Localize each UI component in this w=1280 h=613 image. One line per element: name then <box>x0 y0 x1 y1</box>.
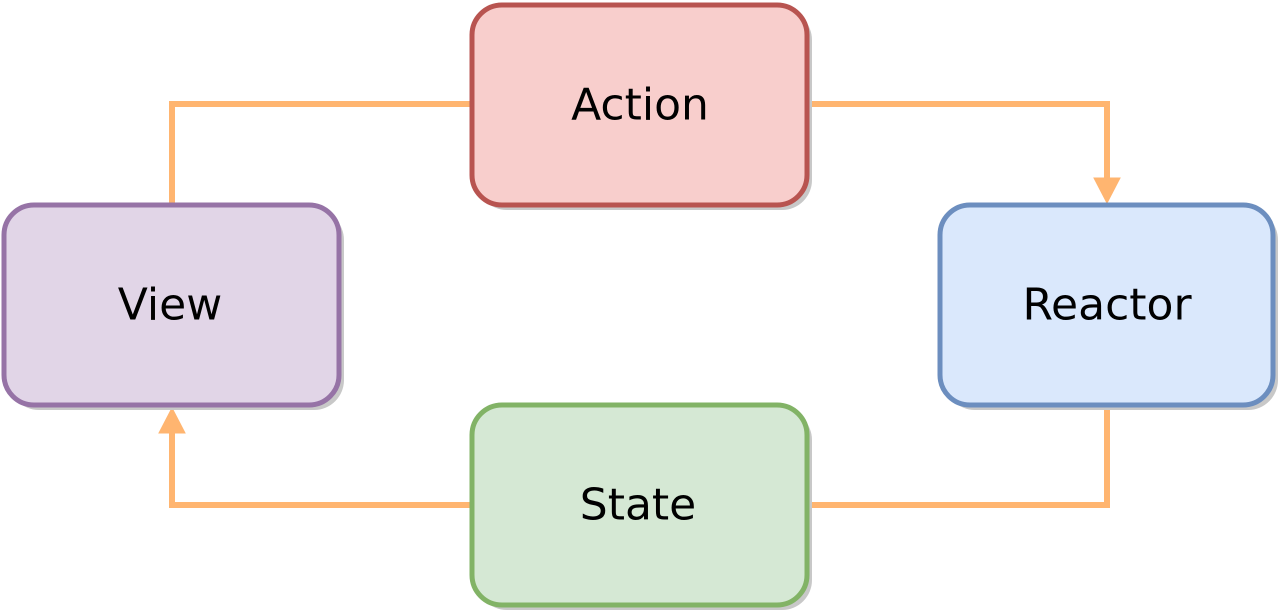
node-view-label: View <box>118 280 222 331</box>
edge-reactor-to-state <box>808 406 1110 508</box>
node-reactor: Reactor <box>937 202 1278 410</box>
arrowhead-reactor <box>1093 177 1121 205</box>
node-action-label: Action <box>571 80 709 131</box>
node-action-box <box>469 2 810 208</box>
arrowhead-view <box>158 406 186 434</box>
node-view-box <box>1 202 342 408</box>
node-state: State <box>469 402 812 610</box>
edge-state-to-view <box>169 430 472 508</box>
node-reactor-box <box>937 202 1276 408</box>
node-state-box <box>469 402 810 608</box>
edges <box>158 101 1121 508</box>
node-view: View <box>1 202 344 410</box>
node-state-label: State <box>580 480 696 531</box>
edge-action-to-reactor <box>808 101 1110 180</box>
edge-view-to-action <box>169 101 472 204</box>
node-action: Action <box>469 2 812 210</box>
node-reactor-label: Reactor <box>1022 280 1192 331</box>
